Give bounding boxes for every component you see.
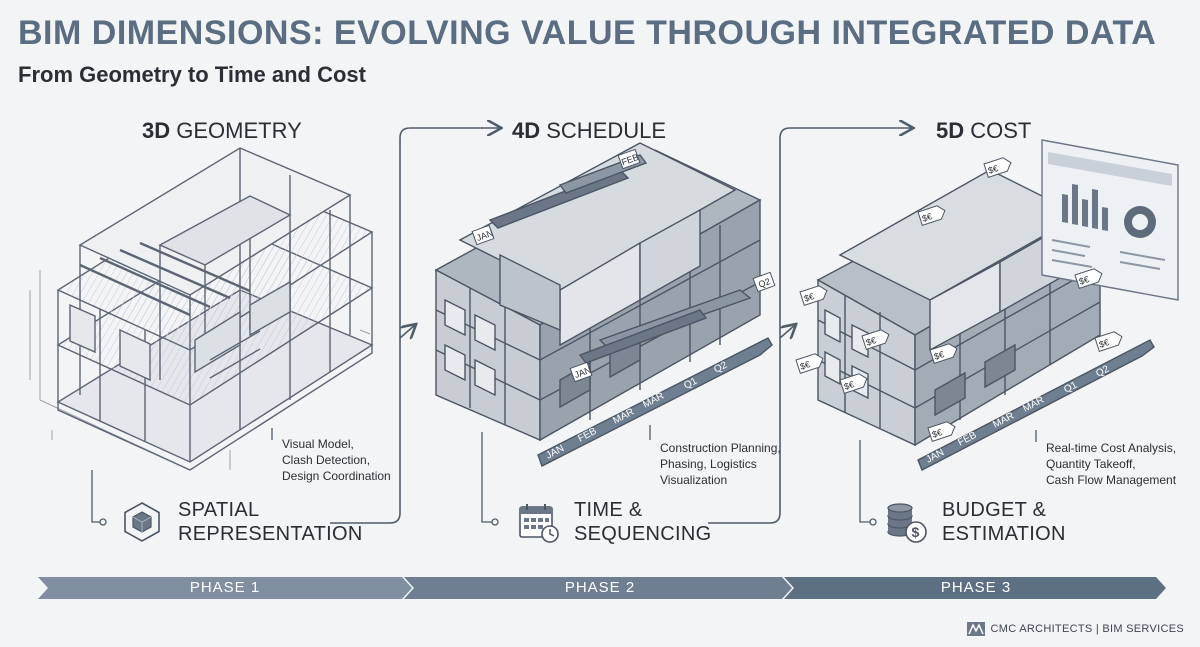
logo-icon — [966, 622, 985, 636]
svg-text:$€: $€ — [799, 359, 812, 372]
note-5d: Real-time Cost Analysis, Quantity Takeof… — [1046, 440, 1200, 488]
phase-3-band — [784, 577, 1166, 599]
phase-2-label: PHASE 2 — [564, 579, 636, 596]
feature-label-4d: TIME & SEQUENCING — [574, 498, 711, 546]
note-4d-line-2: Phasing, Logistics — [660, 457, 757, 471]
dimension-name-4d: SCHEDULE — [546, 118, 667, 143]
note-4d-line-1: Construction Planning, — [660, 441, 781, 455]
cost-tag-8: $€ — [795, 353, 824, 374]
feature-4d-line-2: SEQUENCING — [574, 523, 712, 545]
footer-text: CMC ARCHITECTS | BIM SERVICES — [990, 623, 1184, 635]
feature-budget-estimation: $ BUDGET & ESTIMATION — [884, 498, 1066, 546]
note-4d-line-3: Visualization — [660, 473, 728, 487]
cost-tag-6: $€ — [929, 343, 958, 364]
building-3d-geometry — [29, 147, 374, 471]
dimension-title-4d: 4D SCHEDULE — [512, 118, 666, 144]
building-4d-schedule — [434, 142, 773, 467]
svg-text:Q2: Q2 — [757, 276, 772, 290]
feature-spatial-representation: SPATIAL REPRESENTATION — [120, 498, 363, 546]
note-3d-line-2: Clash Detection, — [282, 453, 371, 467]
phase-2-band — [404, 577, 792, 599]
note-5d-line-2: Quantity Takeoff, — [1046, 457, 1136, 471]
note-4d: Construction Planning, Phasing, Logistic… — [660, 440, 860, 488]
svg-text:$€: $€ — [931, 427, 944, 440]
cost-tags: $€ $€ $€ $€ $€ $€ $€ $€ — [795, 157, 1123, 442]
building-5d-cost — [816, 169, 1155, 471]
coins-dollar-icon: $ — [887, 503, 927, 543]
svg-text:$€: $€ — [865, 335, 878, 348]
svg-text:$€: $€ — [1098, 337, 1111, 350]
dimension-name-5d: COST — [970, 118, 1032, 143]
feature-label-3d: SPATIAL REPRESENTATION — [178, 498, 363, 546]
phase-3-label: PHASE 3 — [940, 579, 1012, 596]
cost-tag-4: $€ — [1074, 268, 1103, 289]
note-5d-line-1: Real-time Cost Analysis, — [1046, 441, 1177, 455]
cube-icon — [124, 502, 160, 542]
connector-arrow-2 — [708, 128, 912, 524]
feature-3d-line-2: REPRESENTATION — [178, 523, 363, 545]
feature-5d-line-2: ESTIMATION — [942, 523, 1066, 545]
feature-4d-line-1: TIME & — [574, 499, 643, 521]
dimension-name-3d: GEOMETRY — [176, 118, 302, 143]
dimension-title-3d: 3D GEOMETRY — [142, 118, 302, 144]
feature-label-5d: BUDGET & ESTIMATION — [942, 498, 1066, 546]
calendar-clock-icon — [519, 504, 559, 543]
dimension-title-5d: 5D COST — [936, 118, 1031, 144]
feature-time-sequencing: TIME & SEQUENCING — [516, 498, 711, 546]
phase-1-band — [38, 577, 412, 599]
note-3d: Visual Model, Clash Detection, Design Co… — [282, 436, 482, 484]
svg-text:$€: $€ — [933, 349, 946, 362]
feature-3d-line-1: SPATIAL — [178, 499, 260, 521]
note-3d-line-1: Visual Model, — [282, 437, 354, 451]
connector-arrow-1 — [330, 128, 500, 524]
cost-tag-10: $€ — [927, 421, 956, 442]
phase-band — [38, 577, 1166, 599]
dimension-number-4d: 4D — [512, 118, 541, 143]
cost-tag-2: $€ — [917, 205, 946, 226]
note-5d-line-3: Cash Flow Management — [1046, 473, 1177, 487]
cost-tag-5: $€ — [861, 329, 890, 350]
phase-1-label: PHASE 1 — [189, 579, 261, 596]
svg-text:$€: $€ — [803, 291, 816, 304]
footer-credit: CMC ARCHITECTS | BIM SERVICES — [966, 622, 1185, 636]
cost-tag-3: $€ — [799, 285, 828, 306]
calendar-tags-4d: JAN FEB Q2 JAN — [471, 148, 776, 383]
svg-text:$€: $€ — [921, 211, 934, 224]
svg-text:$: $ — [912, 524, 920, 540]
svg-text:$€: $€ — [1078, 274, 1091, 287]
feature-5d-line-1: BUDGET & — [942, 499, 1047, 521]
svg-text:$€: $€ — [987, 163, 1000, 176]
cost-tag-9: $€ — [839, 373, 868, 394]
cost-tag-1: $€ — [983, 157, 1012, 178]
page-subtitle: From Geometry to Time and Cost — [18, 62, 366, 87]
cost-tag-7: $€ — [1094, 331, 1123, 352]
note-3d-line-3: Design Coordination — [282, 469, 391, 483]
dimension-number-3d: 3D — [142, 118, 171, 143]
svg-text:$€: $€ — [843, 379, 856, 392]
page-title: BIM DIMENSIONS: EVOLVING VALUE THROUGH I… — [18, 14, 1157, 52]
dimension-number-5d: 5D — [936, 118, 965, 143]
financial-dashboard-panel — [1041, 139, 1179, 301]
